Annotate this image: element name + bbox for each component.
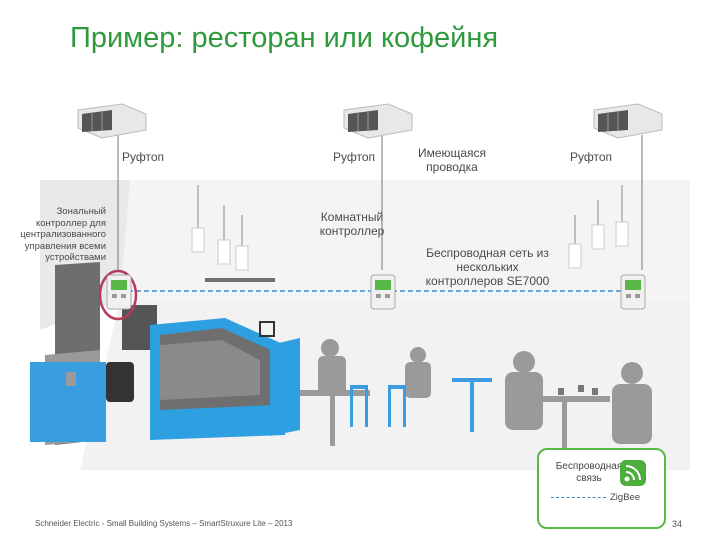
page-title: Пример: ресторан или кофейня xyxy=(70,22,499,54)
rooftop-label: Руфтоп xyxy=(122,150,165,164)
page-number: 34 xyxy=(672,519,683,529)
rooftop-label: Руфтоп xyxy=(570,150,613,164)
legend-dash-line xyxy=(551,497,606,498)
room-controller-label: Комнатный контроллер xyxy=(319,210,385,238)
footer-text: Schneider Electric - Small Building Syst… xyxy=(35,519,293,528)
blue-chairs xyxy=(350,378,492,432)
back-wall xyxy=(40,180,690,300)
existing-wiring-label: Имеющаяся проводка xyxy=(417,146,487,174)
trash-bin xyxy=(106,362,134,402)
rooftop-unit-icon xyxy=(77,103,147,139)
wiring-lines xyxy=(117,135,643,270)
legend-zigbee-label: ZigBee xyxy=(610,492,641,503)
wireless-network-label: Беспроводная сеть из нескольких контролл… xyxy=(425,246,550,288)
zone-controller-label: Зональный контроллер для централизованно… xyxy=(20,206,106,263)
pendant-lamps xyxy=(191,185,629,271)
thermostat-icon xyxy=(370,274,396,310)
legend-wireless-label: Беспроводная связь xyxy=(555,461,623,484)
rooftop-label: Руфтоп xyxy=(333,150,376,164)
cups xyxy=(558,385,598,395)
thermostat-icon xyxy=(106,274,132,310)
rooftop-unit-icon xyxy=(593,103,663,139)
wireless-signal-icon xyxy=(620,460,646,486)
rooftop-unit-icon xyxy=(343,103,413,139)
shelf xyxy=(205,278,275,282)
thermostat-icon xyxy=(620,274,646,310)
zone-controller-highlight xyxy=(98,269,138,321)
counter xyxy=(270,338,300,436)
register xyxy=(259,321,275,337)
patron-silhouettes xyxy=(300,339,652,457)
